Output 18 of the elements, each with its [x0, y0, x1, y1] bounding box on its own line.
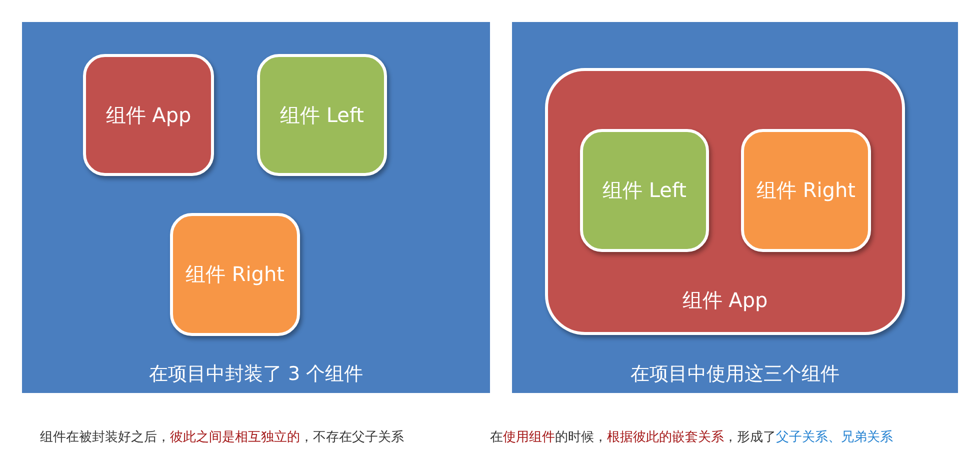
node-label: 组件 App — [106, 102, 192, 128]
node-label: 组件 Right — [185, 261, 285, 288]
node-label: 在项目中封装了 3 个组件 — [148, 362, 364, 387]
panel-background — [512, 22, 958, 393]
component-box — [83, 54, 214, 176]
node-label: 组件 App — [682, 287, 768, 314]
node-label: 组件 Left — [280, 102, 364, 128]
component-box — [257, 54, 387, 176]
node-label: 组件 Right — [756, 177, 856, 204]
caption: 在使用组件的时候，根据彼此的嵌套关系，形成了父子关系、兄弟关系 — [490, 429, 893, 446]
node-label: 在项目中使用这三个组件 — [630, 362, 840, 387]
caption: 组件在被封装好之后，彼此之间是相互独立的，不存在父子关系 — [40, 429, 404, 446]
component-box — [580, 129, 709, 252]
component-box — [741, 129, 871, 252]
component-box — [170, 213, 300, 336]
panel-background — [22, 22, 490, 393]
component-box — [545, 68, 905, 335]
node-label: 组件 Left — [602, 177, 686, 204]
